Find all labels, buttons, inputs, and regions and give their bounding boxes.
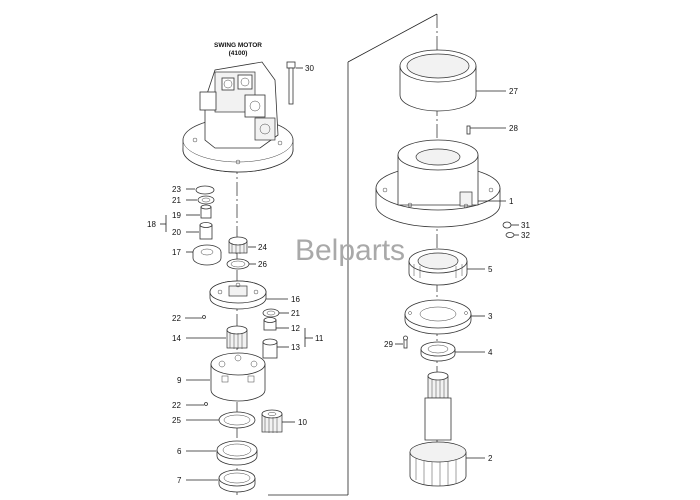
callout-18: 18 <box>147 220 156 229</box>
callout-12: 12 <box>291 324 300 333</box>
part-17-planet-gear: 17 <box>172 244 222 266</box>
part-4-oil-seal: 4 <box>420 341 493 362</box>
part-20-bushing: 20 <box>172 222 213 240</box>
part-22-pin-upper: 22 <box>172 314 206 323</box>
callout-3: 3 <box>488 312 493 321</box>
callout-26: 26 <box>258 260 267 269</box>
part-1-housing: 1 <box>375 139 514 228</box>
swing-motor-assembly: SWING MOTOR (4100) <box>182 42 294 173</box>
callout-25: 25 <box>172 416 181 425</box>
part-23-snap-ring: 23 <box>172 185 215 195</box>
callout-1: 1 <box>509 197 514 206</box>
part-32-washer: 32 <box>505 231 530 240</box>
callout-31: 31 <box>521 221 530 230</box>
part-13-bushing: 13 <box>262 338 300 359</box>
callout-11-bracket: 11 <box>304 328 324 347</box>
callout-14: 14 <box>172 334 181 343</box>
part-30-bolt: 30 <box>286 61 314 105</box>
part-7-race: 7 <box>177 469 256 493</box>
callout-21-lower: 21 <box>291 309 300 318</box>
watermark-text: Belparts <box>295 234 405 267</box>
callout-21-upper: 21 <box>172 196 181 205</box>
callout-16: 16 <box>291 295 300 304</box>
callout-2: 2 <box>488 454 493 463</box>
part-12-pin: 12 <box>263 317 300 333</box>
part-21-washer-lower: 21 <box>262 308 300 318</box>
part-5-bearing: 5 <box>408 248 493 286</box>
part-6-bearing: 6 <box>177 440 258 466</box>
callout-24: 24 <box>258 243 267 252</box>
callout-22-lower: 22 <box>172 401 181 410</box>
part-28-plug: 28 <box>466 124 518 135</box>
callout-7: 7 <box>177 476 182 485</box>
part-22-pin-lower: 22 <box>172 401 208 410</box>
callout-5: 5 <box>488 265 493 274</box>
callout-17: 17 <box>172 248 181 257</box>
callout-9: 9 <box>177 376 182 385</box>
part-9-carrier-lower: 9 <box>177 352 266 402</box>
callout-11: 11 <box>315 334 324 343</box>
swing-motor-code: (4100) <box>229 50 248 57</box>
callout-4: 4 <box>488 348 493 357</box>
part-29-bolt: 29 <box>384 335 408 349</box>
part-26-ring: 26 <box>226 258 267 270</box>
part-24-sun-gear: 24 <box>228 236 267 254</box>
callout-29: 29 <box>384 340 393 349</box>
part-19-pin: 19 <box>172 204 212 220</box>
part-10-planet-gear: 10 <box>261 409 307 433</box>
callout-28: 28 <box>509 124 518 133</box>
callout-22-upper: 22 <box>172 314 181 323</box>
callout-32: 32 <box>521 231 530 240</box>
part-3-seal-plate: 3 <box>404 299 493 335</box>
callout-13: 13 <box>291 343 300 352</box>
part-25-ring: 25 <box>172 411 256 429</box>
part-31-bolt: 31 <box>502 221 530 230</box>
callout-23: 23 <box>172 185 181 194</box>
callout-19: 19 <box>172 211 181 220</box>
callout-6: 6 <box>177 447 182 456</box>
part-2-pinion-shaft: 2 <box>409 371 493 487</box>
callout-18-bracket: 18 <box>147 215 167 232</box>
callout-10: 10 <box>298 418 307 427</box>
callout-20: 20 <box>172 228 181 237</box>
part-16-carrier-upper: 16 <box>209 280 300 310</box>
part-27-ring-gear: 27 <box>399 49 518 112</box>
callout-27: 27 <box>509 87 518 96</box>
callout-30: 30 <box>305 64 314 73</box>
swing-motor-title: SWING MOTOR <box>214 42 262 49</box>
part-14-sun-gear: 14 <box>172 325 248 349</box>
part-21-washer-upper: 21 <box>172 195 215 205</box>
